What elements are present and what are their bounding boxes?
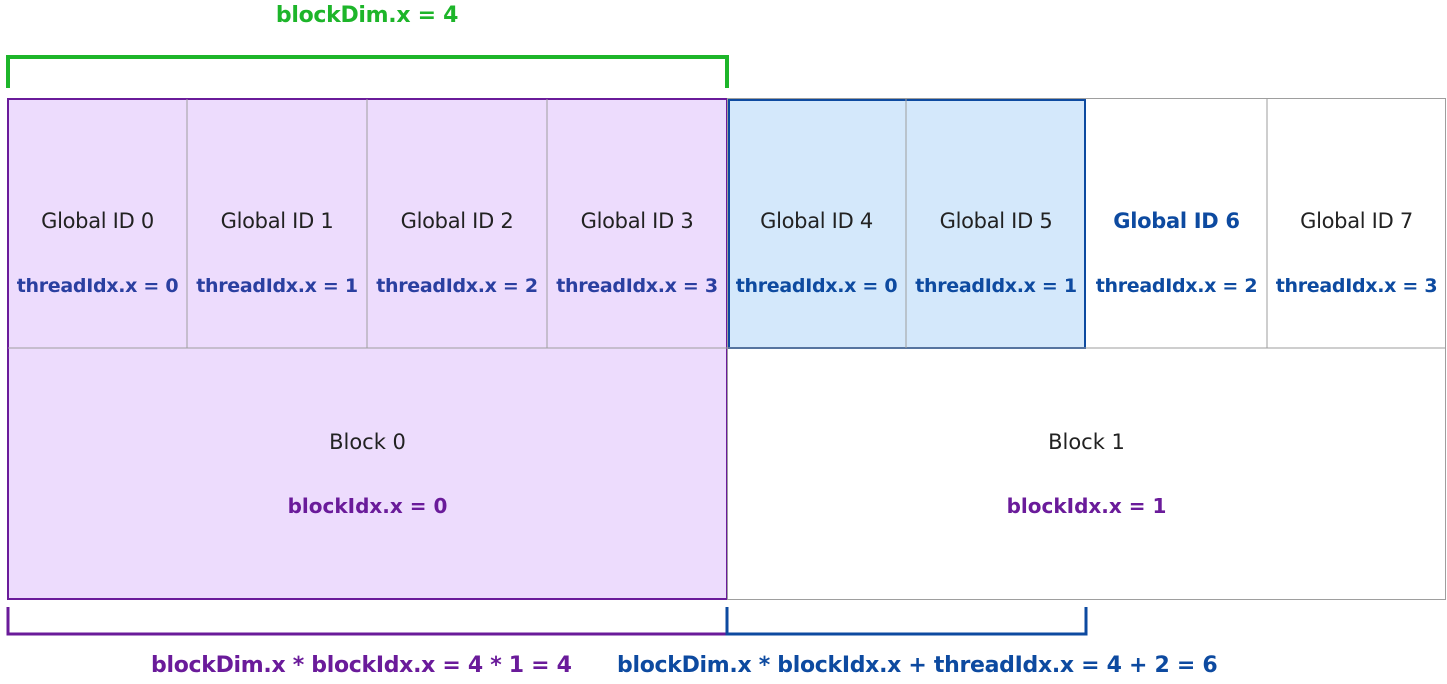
thread-idx-label: threadIdx.x = 0 — [735, 275, 898, 297]
thread-idx-label: threadIdx.x = 0 — [16, 275, 179, 297]
global-id-label: Global ID 2 — [400, 209, 514, 233]
highlighted-thread-range — [728, 99, 1086, 349]
thread-idx-label: threadIdx.x = 2 — [1095, 275, 1258, 297]
thread-cell-6: Global ID 6 threadIdx.x = 2 — [1086, 99, 1267, 348]
block-dim-label: blockDim.x = 4 — [275, 3, 459, 28]
thread-idx-label: threadIdx.x = 1 — [196, 275, 358, 297]
thread-cell-0: Global ID 0 threadIdx.x = 0 — [8, 99, 187, 348]
block-1-label-area: Block 1 blockIdx.x = 1 — [727, 348, 1446, 599]
thread-cell-3: Global ID 3 threadIdx.x = 3 — [547, 99, 727, 348]
thread-idx-label: threadIdx.x = 2 — [376, 275, 538, 297]
thread-cell-4: Global ID 4 threadIdx.x = 0 — [727, 99, 906, 348]
thread-idx-label: threadIdx.x = 1 — [915, 275, 1077, 297]
thread-cell-1: Global ID 1 threadIdx.x = 1 — [187, 99, 367, 348]
block-name: Block 0 — [329, 430, 406, 454]
global-id-label: Global ID 4 — [760, 209, 873, 233]
thread-cell-7: Global ID 7 threadIdx.x = 3 — [1267, 99, 1446, 348]
block-offset-formula: blockDim.x * blockIdx.x = 4 * 1 = 4 — [151, 653, 572, 678]
thread-idx-label: threadIdx.x = 3 — [1275, 275, 1438, 297]
global-id-formula: blockDim.x * blockIdx.x + threadIdx.x = … — [617, 653, 1218, 678]
global-id-label: Global ID 5 — [939, 209, 1053, 233]
global-id-label: Global ID 0 — [41, 209, 154, 233]
global-id-label: Global ID 6 — [1113, 209, 1240, 233]
block-idx-label: blockIdx.x = 0 — [287, 494, 448, 518]
thread-cell-2: Global ID 2 threadIdx.x = 2 — [367, 99, 547, 348]
thread-cell-5: Global ID 5 threadIdx.x = 1 — [906, 99, 1086, 348]
block-0-label-area: Block 0 blockIdx.x = 0 — [8, 348, 727, 599]
thread-idx-label: threadIdx.x = 3 — [556, 275, 718, 297]
block-dim-bracket — [6, 55, 729, 88]
global-id-label: Global ID 7 — [1300, 209, 1413, 233]
block-name: Block 1 — [1048, 430, 1125, 454]
global-id-label: Global ID 1 — [220, 209, 334, 233]
global-id-label: Global ID 3 — [580, 209, 694, 233]
block-idx-label: blockIdx.x = 1 — [1006, 494, 1167, 518]
thread-offset-bracket — [725, 607, 1088, 636]
